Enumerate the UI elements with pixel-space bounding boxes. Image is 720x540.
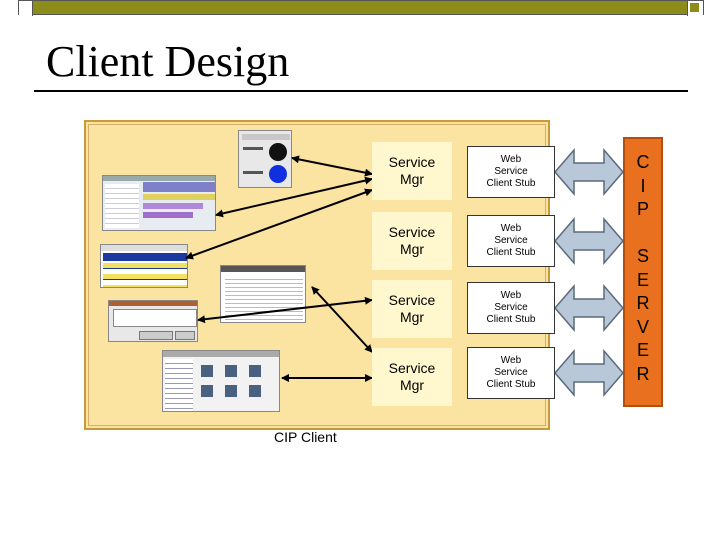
server-arrow-4 bbox=[554, 348, 624, 398]
service-manager-label: Service Mgr bbox=[388, 360, 436, 393]
server-arrow-1 bbox=[554, 147, 624, 197]
link-message-to-mgr3 bbox=[197, 296, 373, 324]
client-stub-1: Web Service Client Stub bbox=[467, 146, 555, 198]
service-manager-2: Service Mgr bbox=[372, 212, 452, 270]
link-grid-to-mgr2 bbox=[185, 188, 373, 260]
service-manager-label: Service Mgr bbox=[388, 154, 436, 187]
title-underline bbox=[34, 90, 688, 92]
screenshot-grid-app bbox=[100, 244, 188, 288]
server-letter: R bbox=[636, 363, 650, 384]
service-manager-4: Service Mgr bbox=[372, 348, 452, 406]
service-manager-1: Service Mgr bbox=[372, 142, 452, 200]
server-letter: V bbox=[636, 316, 649, 337]
server-letter: R bbox=[636, 293, 650, 313]
screenshot-image-browser bbox=[162, 350, 280, 412]
server-letter: C bbox=[636, 152, 650, 172]
cip-server-box: C I P S E R V E R bbox=[623, 137, 663, 407]
server-letter: S bbox=[636, 246, 649, 266]
server-letter: P bbox=[636, 199, 649, 219]
client-stub-4: Web Service Client Stub bbox=[467, 347, 555, 399]
server-letter: E bbox=[636, 269, 649, 290]
service-manager-label: Service Mgr bbox=[388, 292, 436, 325]
link-table-to-mgr1 bbox=[215, 176, 373, 218]
client-stub-2: Web Service Client Stub bbox=[467, 215, 555, 267]
title-bar-decoration bbox=[18, 0, 704, 16]
server-letter: E bbox=[636, 340, 649, 360]
server-letter: I bbox=[640, 175, 646, 196]
service-manager-label: Service Mgr bbox=[388, 224, 436, 257]
screenshot-message-dialog bbox=[108, 300, 198, 342]
server-arrow-2 bbox=[554, 216, 624, 266]
server-arrow-3 bbox=[554, 283, 624, 333]
slide-title: Client Design bbox=[46, 37, 290, 86]
title-bar-square-left bbox=[19, 1, 33, 16]
client-stub-3: Web Service Client Stub bbox=[467, 282, 555, 334]
link-login-to-mgr1 bbox=[291, 155, 373, 177]
link-browser-to-mgr3 bbox=[311, 286, 373, 353]
cip-client-panel-border bbox=[88, 124, 546, 426]
cip-client-caption: CIP Client bbox=[274, 429, 337, 445]
title-bar-square-right bbox=[687, 1, 703, 16]
service-manager-3: Service Mgr bbox=[372, 280, 452, 338]
